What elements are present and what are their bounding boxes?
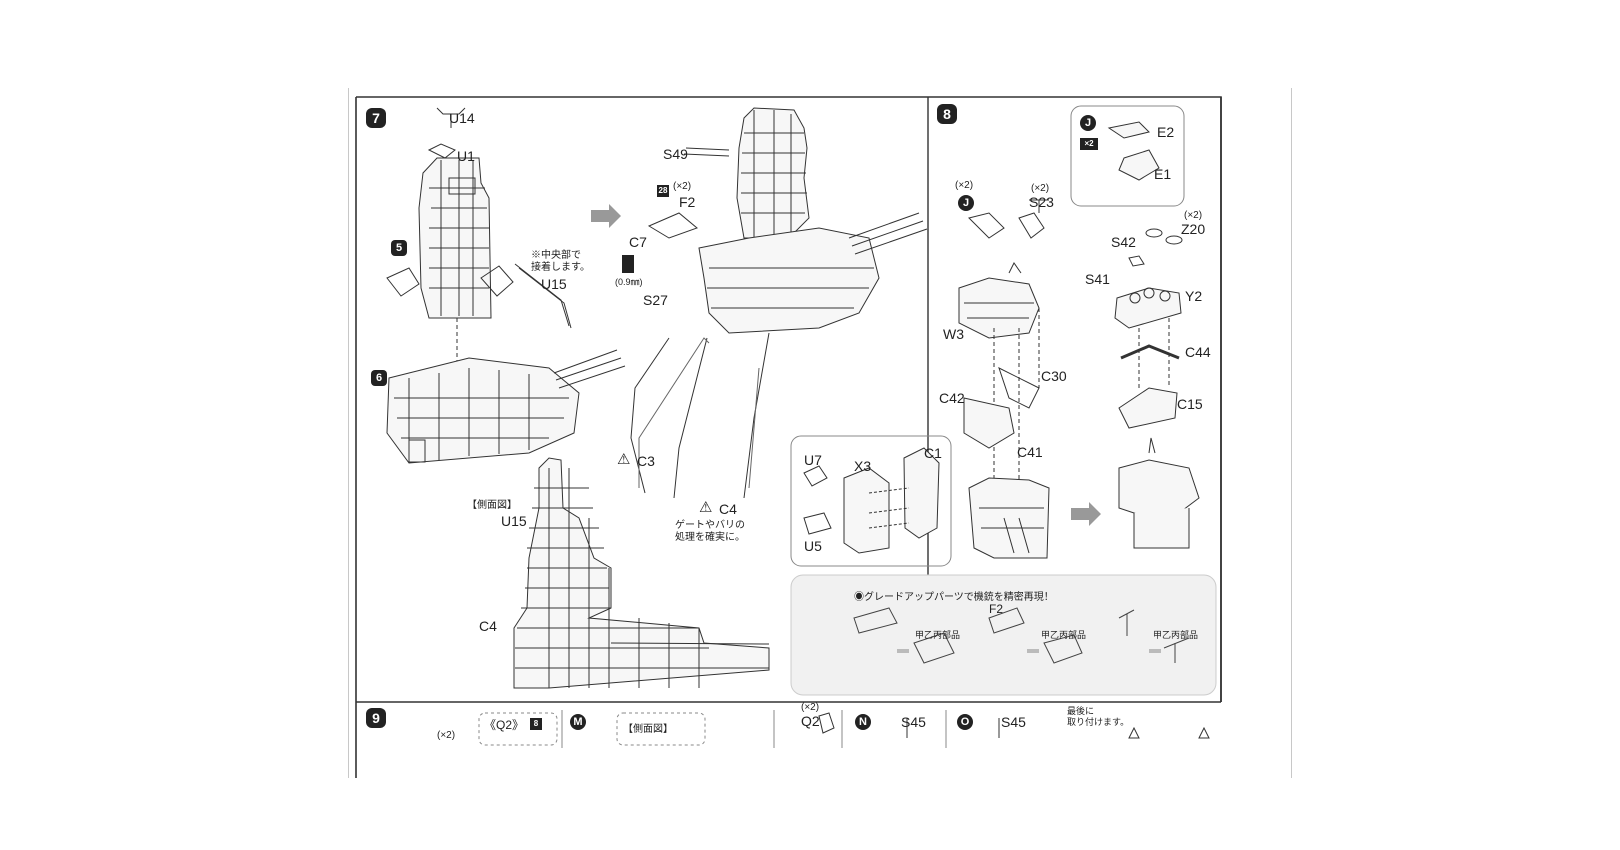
e-parts-box	[1070, 105, 1185, 207]
upgrade-title: ◉グレードアップパーツで機銃を精密再現！	[854, 592, 1054, 603]
part-s27: S27	[643, 292, 668, 308]
next-arrow-icon	[591, 204, 621, 228]
drill-icon	[622, 255, 634, 273]
part-c44: C44	[1185, 344, 1211, 360]
part-u7: U7	[804, 452, 822, 468]
part-u15: U15	[541, 276, 567, 292]
sub-badge-5: 5	[391, 240, 407, 256]
times-two-badge: ×2	[1080, 138, 1098, 150]
part-c4: C4	[719, 501, 737, 517]
part-u5: U5	[804, 538, 822, 554]
part-c30: C30	[1041, 368, 1067, 384]
part-q2-box: 《Q2》	[484, 718, 525, 732]
note-center-join: ※中央部で 接着します。	[531, 250, 590, 273]
part-f2: F2	[679, 194, 696, 210]
sub-badge-j-box: J	[1080, 115, 1096, 131]
part-c15: C15	[1177, 396, 1203, 412]
sheet-28-badge: 28	[657, 185, 669, 197]
part-s45-o: S45	[1001, 714, 1026, 730]
part-e2: E2	[1157, 124, 1175, 140]
part-x3: X3	[854, 458, 872, 474]
qty-j: (×2)	[955, 180, 974, 191]
side-view-label: 【側面図】	[467, 500, 517, 511]
part-q2: Q2	[801, 713, 820, 729]
part-z20: Z20	[1181, 221, 1206, 237]
part-c3: C3	[637, 453, 655, 469]
qty-f2: (×2)	[673, 181, 692, 192]
sheet-8-badge: 8	[530, 718, 542, 730]
part-s41: S41	[1085, 271, 1110, 287]
part-y2: Y2	[1185, 288, 1203, 304]
sub-badge-m: M	[570, 714, 586, 730]
c15-stack	[1114, 228, 1200, 549]
sub-badge-n: N	[855, 714, 871, 730]
note-gate-burr: ゲートやバリの 処理を確実に。	[675, 520, 745, 543]
part-e1: E1	[1154, 166, 1172, 182]
qty-z20: (×2)	[1184, 210, 1203, 221]
part-s49: S49	[663, 146, 688, 162]
x3-detail	[803, 447, 940, 554]
kouotsu-label-3: 甲乙丙部品	[1153, 630, 1199, 640]
part-c7: C7	[629, 234, 647, 250]
part-u1: U1	[457, 148, 475, 164]
part-u15-side: U15	[501, 513, 527, 529]
side-view-profile	[513, 457, 770, 689]
sub-badge-6: 6	[371, 370, 387, 386]
x3-detail-box	[790, 435, 952, 567]
w3-assembly	[958, 199, 1050, 559]
part-c1: C1	[924, 445, 942, 461]
part-w3: W3	[943, 326, 964, 342]
part-c4-side: C4	[479, 618, 497, 634]
upgrade-box	[790, 574, 1217, 696]
step-7-badge: 7	[366, 108, 386, 128]
kouotsu-label-2: 甲乙丙部品	[1041, 630, 1087, 640]
hull-block-6	[386, 349, 626, 464]
part-c42: C42	[939, 390, 965, 406]
part-u14: U14	[449, 110, 475, 126]
assembly-line-art	[355, 96, 1222, 778]
bridge-tower-assembled	[630, 107, 928, 499]
qty-step9: (×2)	[437, 730, 456, 741]
sub-badge-j: J	[958, 195, 974, 211]
qty-s23: (×2)	[1031, 183, 1050, 194]
instruction-sheet: 7 8 9 5 6 J J M N O 28 ×2 8 U14 U1 ※中央部で…	[348, 88, 1292, 778]
note-drill: (0.9㎜)	[615, 277, 643, 287]
side-view-label-2: 【側面図】	[623, 724, 673, 735]
machine-gun-sketches	[853, 607, 1190, 664]
kouotsu-label-1: 甲乙丙部品	[915, 630, 961, 640]
part-c41: C41	[1017, 444, 1043, 460]
part-s45-n: S45	[901, 714, 926, 730]
sub-badge-o: O	[957, 714, 973, 730]
part-f2-upgrade: F2	[989, 602, 1004, 616]
part-s42: S42	[1111, 234, 1136, 250]
qty-q2: (×2)	[801, 702, 820, 713]
warning-triangle-icon: ⚠	[699, 499, 713, 516]
step-9-badge: 9	[366, 708, 386, 728]
warning-triangle-icon: ⚠	[617, 451, 631, 468]
part-s23: S23	[1029, 194, 1054, 210]
step-8-badge: 8	[937, 104, 957, 124]
bridge-tower-left	[386, 107, 572, 363]
note-last-attach: 最後に 取り付けます。	[1067, 706, 1130, 727]
